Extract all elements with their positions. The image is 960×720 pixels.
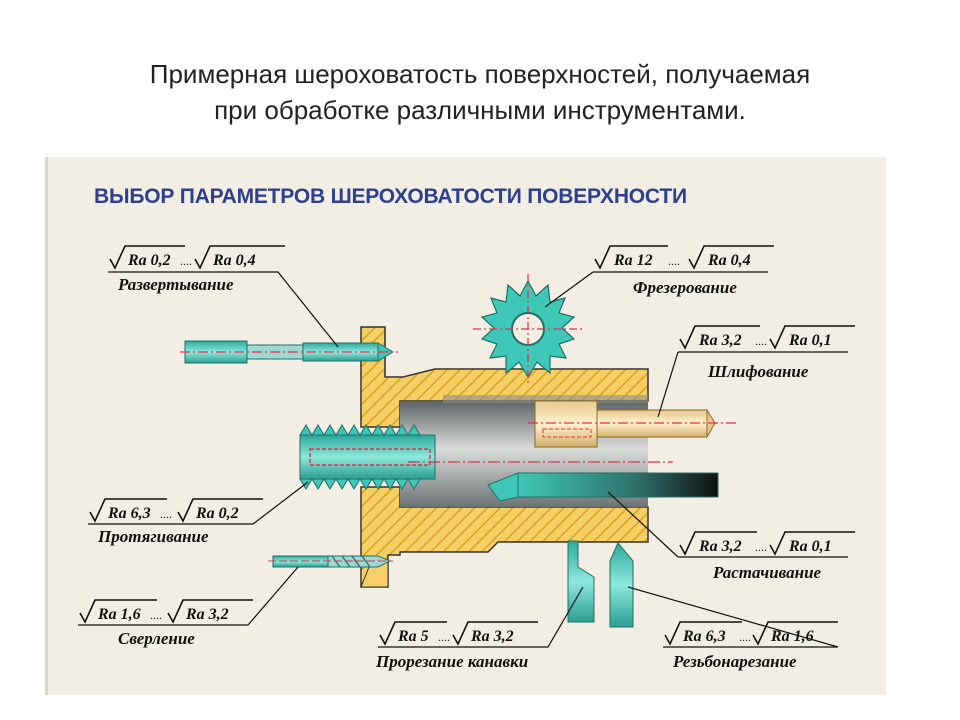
reaming-ra-from: Ra 0,2 [127,252,171,269]
threading-label: Резьбонарезание [672,652,797,671]
boring-dots: .... [755,540,767,554]
milling-ra-from: Ra 12 [613,252,653,269]
boring-ra-to: Ra 0,1 [788,538,832,555]
slide-title: Примерная шероховатость поверхностей, по… [0,56,960,128]
slide-title-line-1: Примерная шероховатость поверхностей, по… [149,59,811,89]
drilling-label: Сверление [118,629,195,648]
reaming-ra-to: Ra 0,4 [212,252,256,269]
leader-lines [78,271,848,648]
poster-drawing: ВЫБОР ПАРАМЕТРОВ ШЕРОХОВАТОСТИ ПОВЕРХНОС… [78,185,855,671]
broaching-label: Протягивание [97,527,209,546]
drilling-ra-from: Ra 1,6 [97,606,141,623]
broaching-ra-to: Ra 0,2 [195,505,239,522]
milling-dots: .... [668,254,680,268]
grooving-ra-to: Ra 3,2 [470,628,514,645]
broaching-dots: .... [160,507,172,521]
reamer-tool [180,340,398,364]
reaming-dots: .... [180,254,192,268]
grooving-dots: .... [438,630,450,644]
grooving-label: Прорезание канавки [375,652,528,671]
grooving-tool [567,540,595,623]
slide-title-line-2: при обработке различными инструментами. [214,95,746,125]
threading-tool [609,542,634,628]
threading-ra-to: Ra 1,6 [770,628,814,645]
broach-tool [299,424,436,490]
threading-ra-from: Ra 6,3 [682,628,726,645]
boring-label: Растачивание [712,563,822,582]
boring-bar [487,472,719,502]
poster-header: ВЫБОР ПАРАМЕТРОВ ШЕРОХОВАТОСТИ ПОВЕРХНОС… [94,185,687,208]
milling-ra-to: Ra 0,4 [707,252,751,269]
drilling-ra-to: Ra 3,2 [185,606,229,623]
counterbore [443,395,648,403]
grinding-dots: .... [755,334,767,348]
grinding-ra-from: Ra 3,2 [698,332,742,349]
grinding-wheel [528,400,738,448]
reaming-label: Развертывание [117,275,234,294]
drill-tool [268,555,393,568]
broaching-ra-from: Ra 6,3 [107,505,151,522]
threading-dots: .... [739,630,751,644]
milling-cutter [473,274,583,384]
grinding-label: Шлифование [707,362,809,381]
grooving-ra-from: Ra 5 [397,628,429,645]
roughness-signs [79,245,855,646]
boring-ra-from: Ra 3,2 [698,538,742,555]
grinding-ra-to: Ra 0,1 [788,332,832,349]
drilling-dots: .... [150,608,162,622]
milling-label: Фрезерование [633,278,737,297]
roughness-poster: ВЫБОР ПАРАМЕТРОВ ШЕРОХОВАТОСТИ ПОВЕРХНОС… [45,157,886,695]
